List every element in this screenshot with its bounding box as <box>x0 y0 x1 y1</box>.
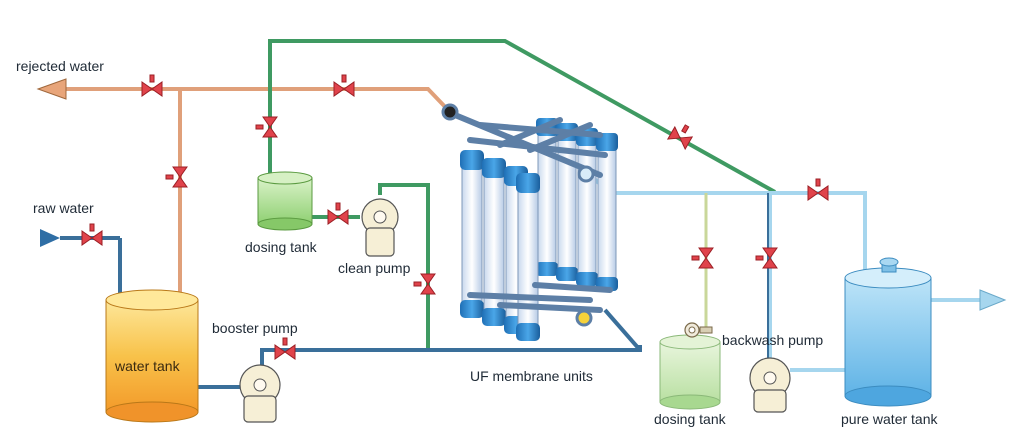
label-raw-water: raw water <box>33 200 94 216</box>
label-booster-pump: booster pump <box>212 320 298 336</box>
label-clean-pump: clean pump <box>338 260 411 276</box>
valve-booster[interactable] <box>274 337 296 360</box>
valve-chem-diagonal[interactable] <box>666 121 696 151</box>
raw-water-arrow <box>40 229 60 247</box>
pure-outlet-arrow <box>979 289 1007 311</box>
valve-backwash[interactable] <box>755 247 778 269</box>
water-tank <box>105 289 199 423</box>
membrane-row-front <box>460 150 540 341</box>
label-pure-water-tank: pure water tank <box>841 411 938 427</box>
rejected-outlet-arrow <box>36 78 67 100</box>
label-rejected-water: rejected water <box>16 58 104 74</box>
label-dosing-tank-bottom: dosing tank <box>654 411 727 427</box>
valve-pure-line[interactable] <box>807 178 829 201</box>
permeate-fitting <box>577 165 595 183</box>
backwash-pump[interactable] <box>749 357 791 413</box>
valve-raw-water[interactable] <box>81 223 103 246</box>
label-backwash-pump: backwash pump <box>722 332 823 348</box>
membrane-manifolds <box>452 112 613 313</box>
valve-dosing-top[interactable] <box>255 116 278 138</box>
label-water-tank: water tank <box>114 358 181 374</box>
valve-dosing-bottom[interactable] <box>691 247 714 269</box>
rejected-water-pipe <box>60 87 452 302</box>
reject-fitting <box>441 103 459 121</box>
valve-clean-vertical[interactable] <box>413 273 436 295</box>
label-dosing-tank-top: dosing tank <box>245 239 318 255</box>
valve-reject-vertical[interactable] <box>165 166 188 188</box>
clean-pump[interactable] <box>361 198 399 257</box>
uf-membrane-units <box>441 103 618 341</box>
feed-fitting <box>575 309 593 327</box>
dosing-tank-top <box>257 171 313 231</box>
valve-clean-line[interactable] <box>327 202 349 225</box>
valve-group <box>81 74 829 360</box>
valve-reject-1[interactable] <box>141 74 163 97</box>
label-uf-membrane-units: UF membrane units <box>470 368 593 384</box>
booster-pump[interactable] <box>239 364 281 423</box>
pure-water-tank <box>844 257 932 407</box>
valve-reject-2[interactable] <box>333 74 355 97</box>
dosing-tank-bottom <box>659 322 721 410</box>
